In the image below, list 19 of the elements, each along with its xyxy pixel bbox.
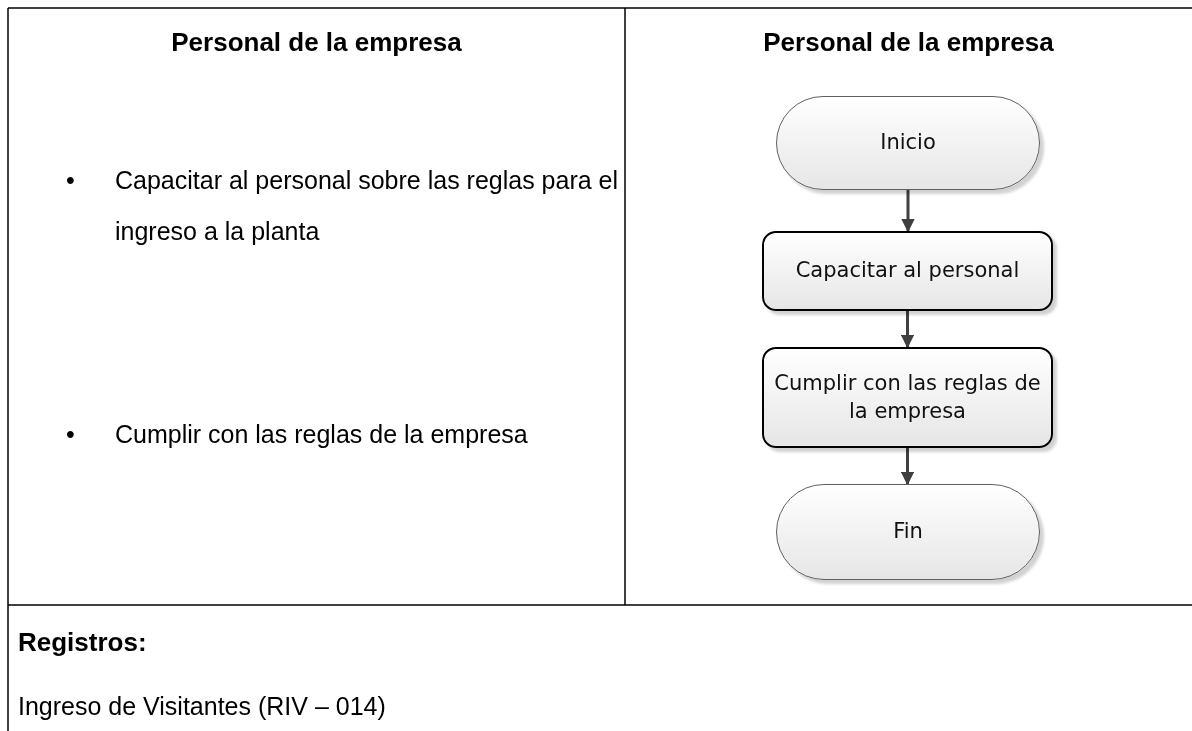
node-text: Fin: [893, 518, 923, 546]
node-text: Cumplir con las reglas de la empresa: [773, 370, 1042, 425]
node-text: Capacitar al personal: [795, 257, 1020, 285]
node-text: Inicio: [880, 129, 936, 157]
bullet-text: Cumplir con las reglas de la empresa: [115, 419, 529, 450]
bullet-marker: •: [66, 419, 76, 450]
arrow: [901, 190, 915, 233]
bullet-text: Capacitar al personal sobre las reglas para el ingreso a la planta: [115, 165, 620, 247]
arrow: [900, 311, 915, 349]
terminator-shape: [776, 96, 1040, 190]
column-heading: Personal de la empresa: [170, 26, 463, 58]
section-heading: Registros:: [18, 626, 148, 658]
terminator-shape: [776, 484, 1040, 580]
process-box: [762, 347, 1053, 448]
column-heading: Personal de la empresa: [762, 26, 1055, 58]
arrow: [900, 448, 915, 486]
record-text: Ingreso de Visitantes (RIV – 014): [18, 692, 387, 721]
bullet-marker: •: [66, 165, 76, 196]
process-box: [762, 231, 1053, 311]
